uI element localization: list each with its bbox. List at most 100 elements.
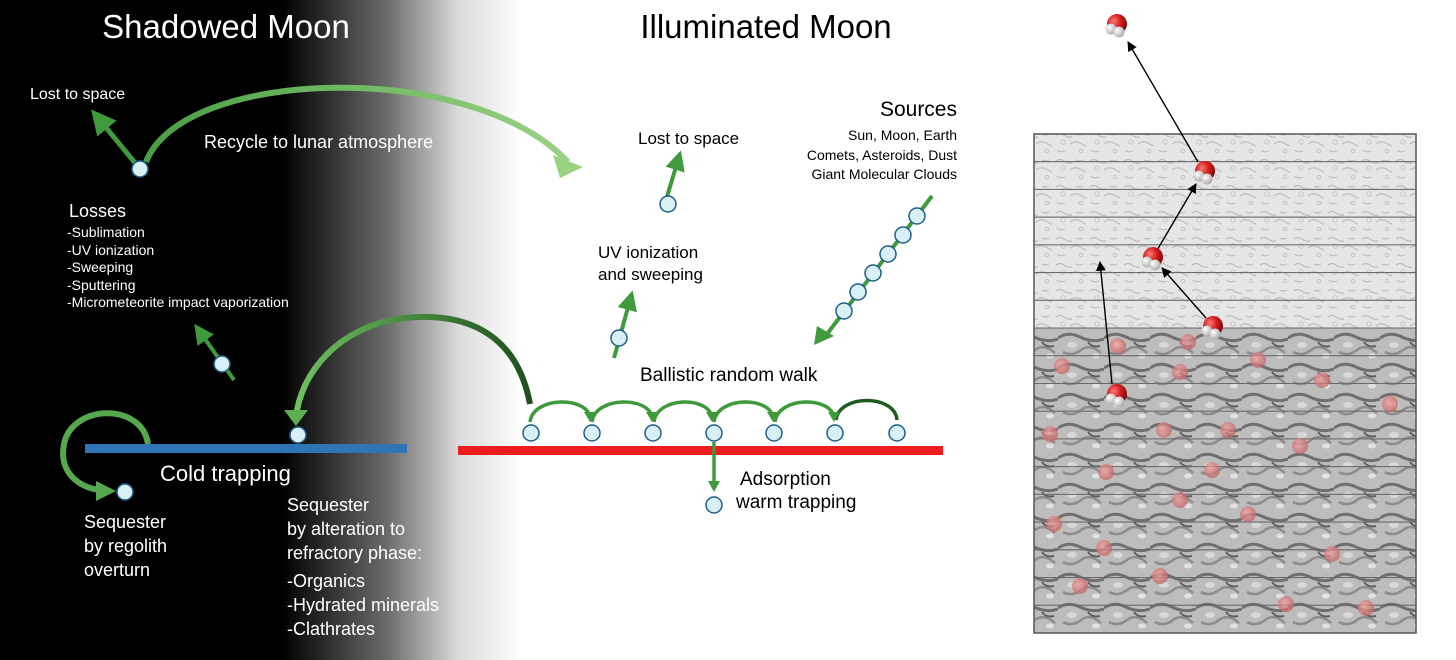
regolith-layer (1033, 355, 1417, 384)
embedded-water-molecule (1072, 578, 1088, 594)
embedded-water-molecule (1054, 358, 1070, 374)
water-molecules (1105, 14, 1223, 408)
grain-panel-frame (1033, 133, 1417, 634)
embedded-water-molecule (1172, 492, 1188, 508)
hydrogen-atom (1201, 173, 1213, 185)
molecule-losses (213, 355, 231, 373)
embedded-water-molecule (1220, 422, 1236, 438)
hop-arrowhead (767, 412, 779, 422)
trajectory-arrow (1095, 261, 1113, 385)
embedded-water-molecule (1110, 338, 1126, 354)
porous-layer (1033, 161, 1417, 190)
hop-arc (773, 400, 836, 423)
surface-molecules (522, 424, 906, 442)
hop-arc (712, 400, 775, 423)
shadowed-lost-arrow (91, 109, 138, 166)
molecule-shadowed-top (131, 160, 149, 178)
hydrogen-atom (1209, 328, 1221, 340)
recycle-arrowhead (553, 155, 583, 178)
losses-title: Losses (69, 201, 126, 221)
porous-layer (1033, 272, 1417, 301)
losses-item: -Sputtering (67, 277, 135, 293)
sequester-alteration-line: Sequester (287, 495, 369, 515)
molecule-incoming (849, 283, 867, 301)
embedded-water-molecule (1314, 372, 1330, 388)
hop-arrowhead (584, 412, 596, 422)
regolith-layer (1033, 383, 1417, 412)
molecule-surface (583, 424, 601, 442)
sequester-overturn-line: Sequester (84, 512, 166, 532)
hop-arrowhead (646, 412, 658, 422)
molecule-incoming (835, 302, 853, 320)
molecule-adsorbed (705, 496, 723, 514)
embedded-water-molecule (1292, 438, 1308, 454)
water-molecule (1193, 161, 1215, 185)
losses-list: -Sublimation -UV ionization -Sweeping -S… (67, 224, 289, 310)
losses-item: -UV ionization (67, 242, 154, 258)
sequester-alteration-text: Sequester by alteration to refractory ph… (287, 495, 439, 639)
water-molecule-trajectory (1095, 41, 1207, 385)
water-molecule (1105, 384, 1127, 408)
regolith-layer (1033, 466, 1417, 495)
adsorption-line: Adsorption (740, 469, 831, 490)
losses-item: -Micrometeorite impact vaporization (67, 294, 289, 310)
uv-ionization-arrow (612, 290, 637, 359)
embedded-water-molecule (1250, 352, 1266, 368)
sequester-alteration-line: -Organics (287, 571, 365, 591)
embedded-water-molecule (1042, 426, 1058, 442)
porous-layer (1033, 244, 1417, 274)
embedded-water-molecule (1204, 462, 1220, 478)
sources-item: Comets, Asteroids, Dust (807, 147, 957, 163)
molecule-cold-trap (289, 426, 307, 444)
embedded-water-molecule (1152, 568, 1168, 584)
sources-title: Sources (880, 98, 957, 121)
embedded-water-molecule (1156, 422, 1172, 438)
sequester-overturn-line: by regolith (84, 536, 167, 556)
water-molecule (1105, 14, 1127, 38)
shadowed-lost-to-space-label: Lost to space (30, 86, 125, 103)
return-arrowhead (284, 410, 308, 426)
hop-arrowhead (828, 412, 840, 422)
molecule-overturn (116, 483, 134, 501)
embedded-water-molecule (1180, 334, 1196, 350)
molecule-surface (888, 424, 906, 442)
hydrogen-atom (1113, 396, 1125, 408)
regolith-layer (1033, 327, 1417, 357)
molecule-incoming (879, 245, 897, 263)
uv-ionization-line: UV ionization (598, 243, 698, 262)
embedded-water-molecule (1358, 600, 1374, 616)
sequester-alteration-line: refractory phase: (287, 543, 422, 563)
overturn-loop (60, 410, 151, 493)
water-molecule (1141, 247, 1163, 271)
warm-surface (458, 446, 943, 455)
cold-trap-surface (85, 444, 407, 453)
return-arc (293, 313, 533, 419)
ballistic-label: Ballistic random walk (640, 365, 818, 386)
regolith-layer (1033, 549, 1417, 579)
sequester-alteration-line: -Clathrates (287, 619, 375, 639)
hop-arrowhead (706, 412, 718, 422)
hop-arrowheads (584, 412, 840, 422)
embedded-water-molecule (1096, 540, 1112, 556)
molecule-incoming (864, 264, 882, 282)
embedded-water-molecule (1172, 364, 1188, 380)
shadowed-background (0, 0, 522, 660)
molecule-surface (765, 424, 783, 442)
sequester-overturn-line: overturn (84, 560, 150, 580)
porous-layer (1033, 188, 1417, 218)
porous-layer (1033, 216, 1417, 246)
recycle-label: Recycle to lunar atmosphere (204, 132, 433, 152)
hop-arc (528, 400, 592, 423)
embedded-water-molecule (1382, 396, 1398, 412)
porous-layer (1033, 299, 1417, 329)
cold-trapping-label: Cold trapping (160, 461, 291, 486)
embedded-water-molecule (1278, 596, 1294, 612)
incoming-molecule-stream (835, 207, 926, 320)
trajectory-arrow (1161, 267, 1207, 319)
uv-ionization-line: and sweeping (598, 265, 703, 284)
sequester-alteration-line: -Hydrated minerals (287, 595, 439, 615)
illuminated-lost-to-space-label: Lost to space (638, 129, 739, 148)
trajectory-arrow (1155, 183, 1197, 253)
porous-layer (1033, 133, 1417, 163)
